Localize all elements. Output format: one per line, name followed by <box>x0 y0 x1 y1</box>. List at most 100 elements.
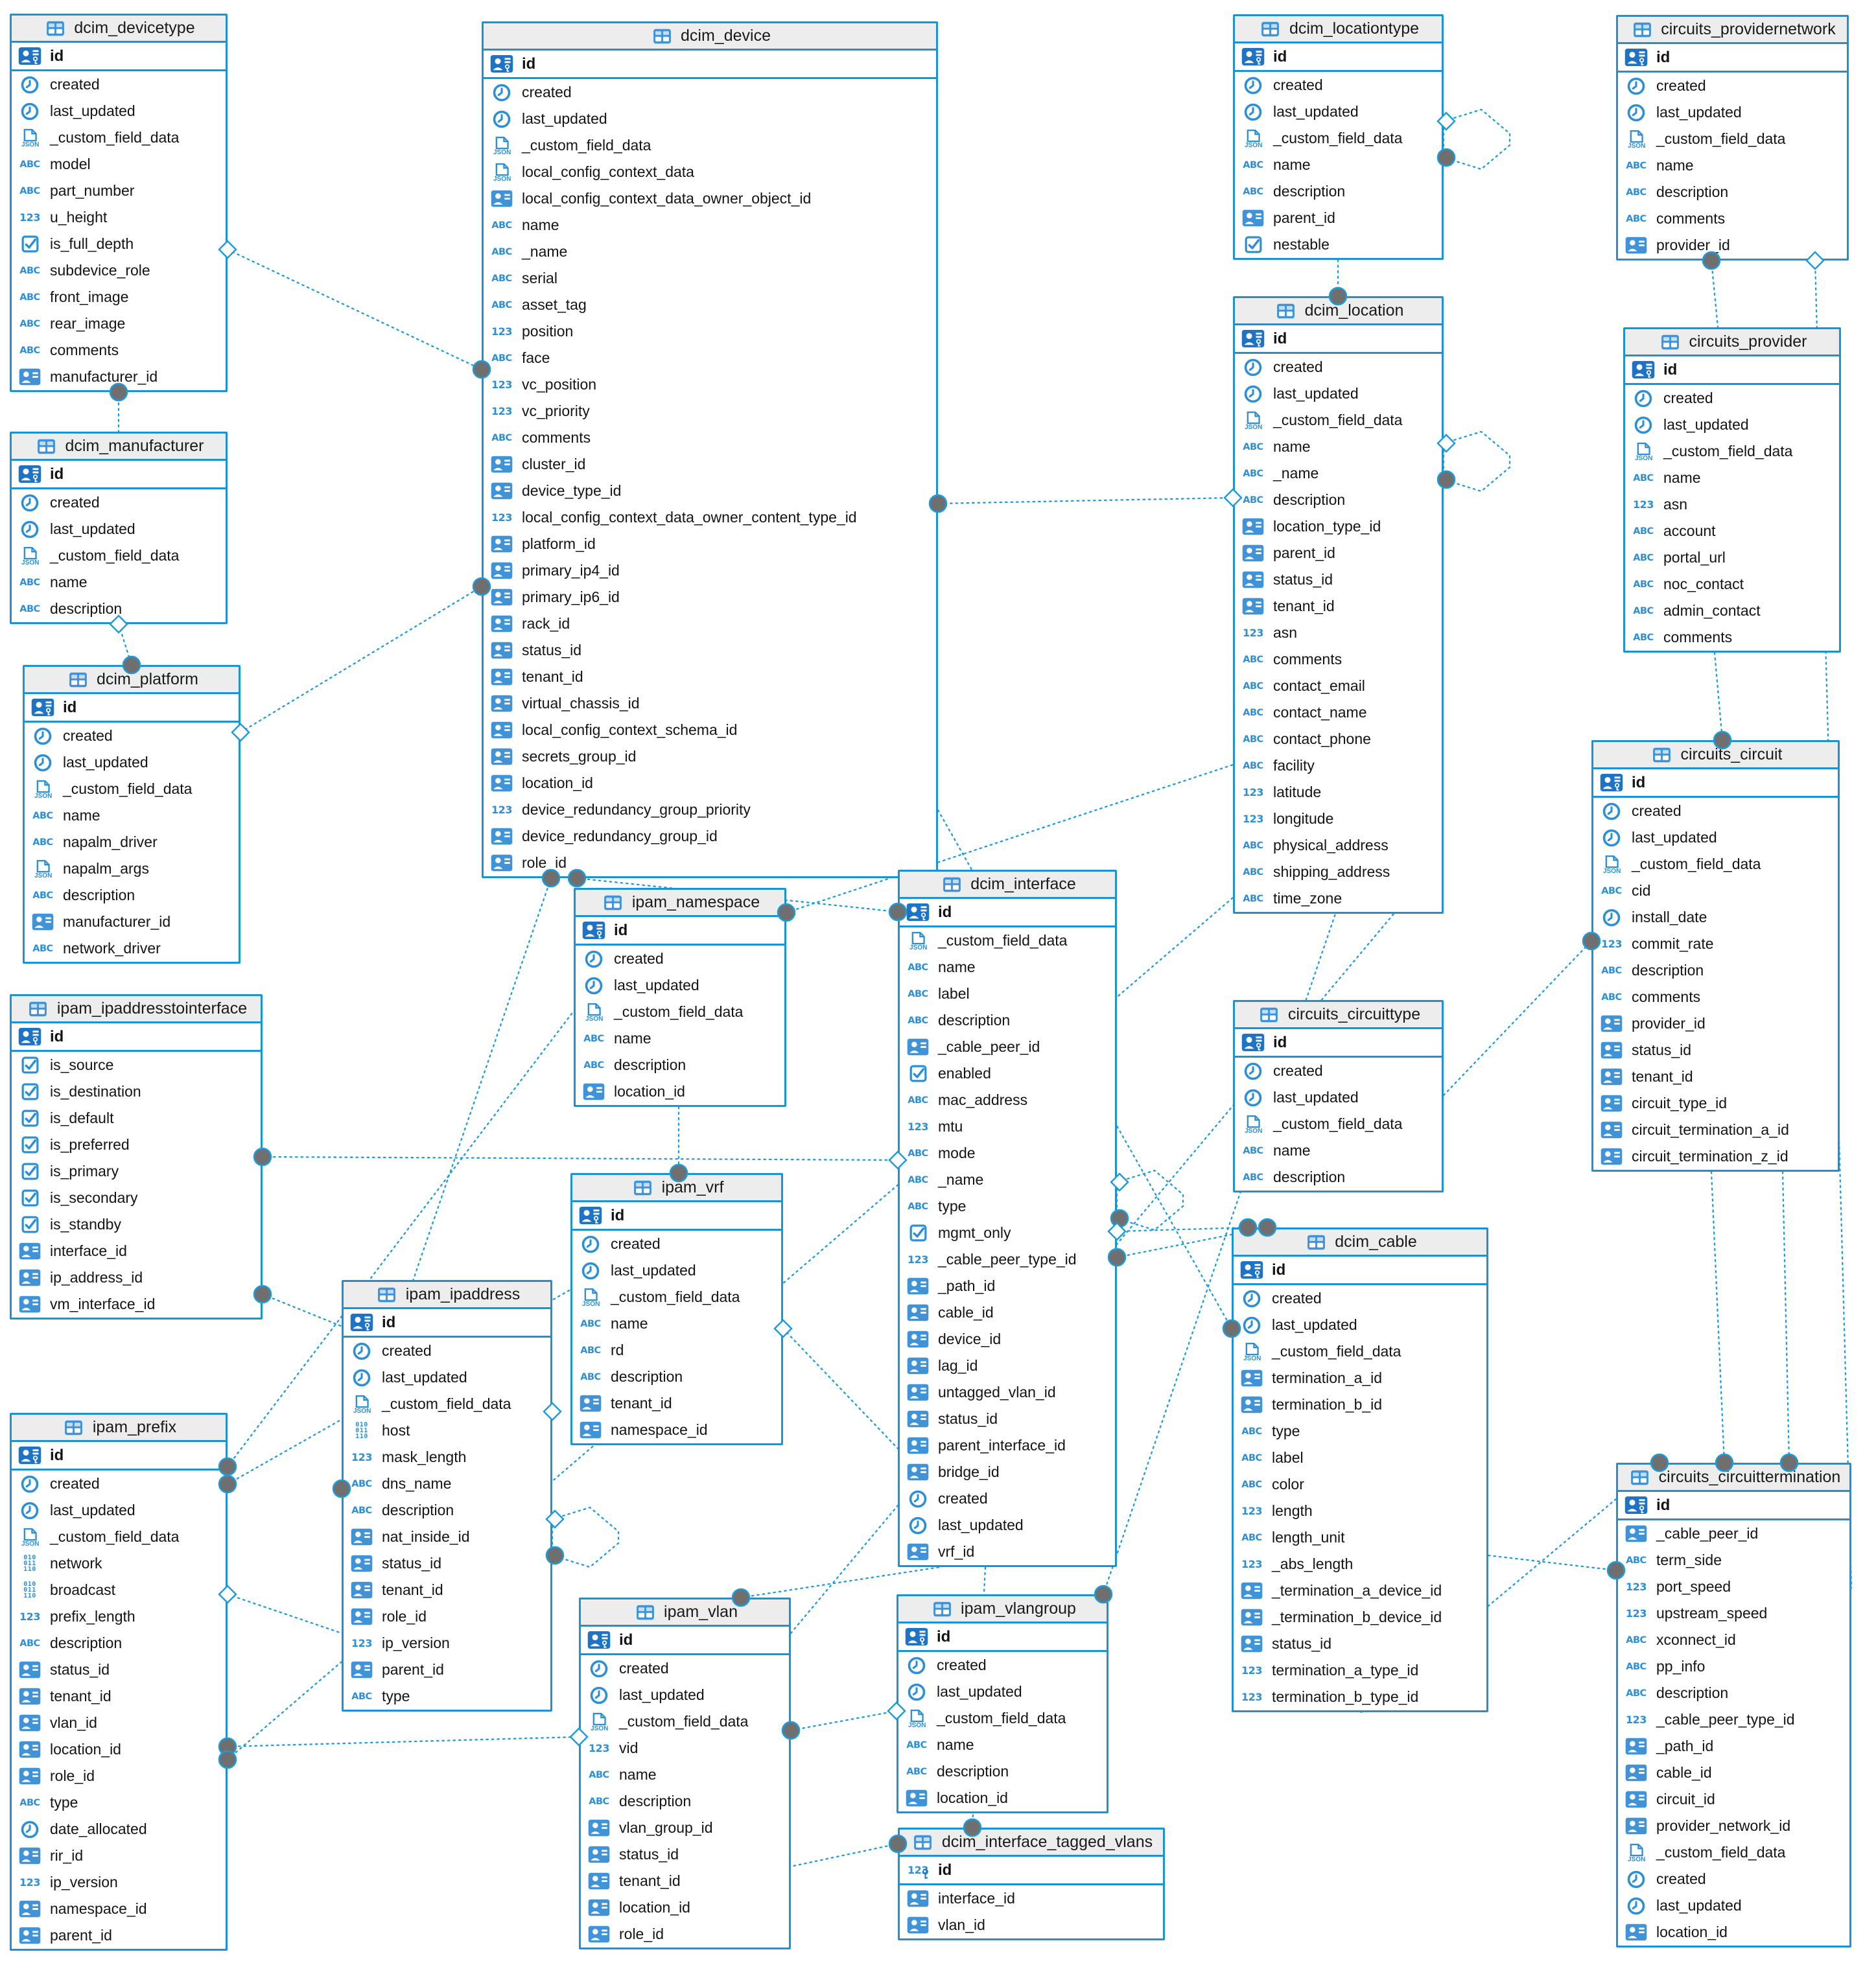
pk-row-id: id <box>12 461 226 489</box>
foreign-key-icon <box>907 1410 929 1428</box>
table-name: circuits_circuittermination <box>1658 1468 1841 1486</box>
field-label: interface_id <box>50 1242 127 1259</box>
field-row-last_updated: last_updated <box>1625 412 1839 438</box>
number-type-icon: 123 <box>351 1451 372 1463</box>
field-row-_name: ABC_name <box>1235 460 1442 487</box>
field-label: position <box>522 323 574 340</box>
field-label: front_image <box>50 288 129 305</box>
field-row-manufacturer_id: manufacturer_id <box>12 364 226 390</box>
field-row-_path_id: _path_id <box>900 1273 1115 1299</box>
pk-label: id <box>63 698 77 716</box>
field-label: _custom_field_data <box>614 1003 744 1020</box>
table-name: dcim_manufacturer <box>65 437 204 455</box>
field-row-local_config_context_data_owner_object_id: local_config_context_data_owner_object_i… <box>484 185 936 212</box>
field-row-provider_network_id: provider_network_id <box>1618 1813 1849 1839</box>
field-label: untagged_vlan_id <box>938 1384 1056 1401</box>
pk-label: id <box>50 47 64 65</box>
field-label: upstream_speed <box>1656 1605 1768 1622</box>
field-label: name <box>619 1766 657 1783</box>
field-label: cable_id <box>938 1304 994 1321</box>
field-label: description <box>382 1502 454 1518</box>
field-row-parent_id: parent_id <box>1235 540 1442 566</box>
field-label: interface_id <box>938 1890 1015 1907</box>
field-row-status_id: status_id <box>900 1406 1115 1432</box>
field-row-_custom_field_data: JSON_custom_field_data <box>1618 1839 1849 1866</box>
field-label: status_id <box>382 1555 442 1572</box>
clock-icon <box>21 520 39 538</box>
field-row-created: created <box>1618 73 1847 99</box>
svg-text:JSON: JSON <box>909 944 927 950</box>
field-label: account <box>1663 522 1716 539</box>
field-label: name <box>50 574 88 590</box>
number-type-icon: 123 <box>19 1876 40 1889</box>
text-type-icon: ABC <box>491 220 512 231</box>
field-label: status_id <box>50 1661 110 1678</box>
pk-label: id <box>938 903 952 921</box>
clock-icon <box>1602 829 1621 846</box>
field-label: _name <box>938 1171 984 1188</box>
field-label: created <box>382 1342 432 1359</box>
clock-icon <box>1244 1062 1262 1080</box>
text-type-icon: ABC <box>1633 579 1654 590</box>
field-row-created: created <box>12 489 226 516</box>
clock-icon <box>909 1490 927 1507</box>
field-label: mask_length <box>382 1448 467 1465</box>
field-label: description <box>619 1793 692 1809</box>
field-label: provider_id <box>1656 237 1730 253</box>
clock-icon <box>21 1475 39 1493</box>
field-label: ip_version <box>50 1874 118 1890</box>
field-label: description <box>938 1012 1011 1029</box>
field-label: contact_name <box>1273 704 1367 721</box>
field-label: rear_image <box>50 315 126 332</box>
text-type-icon: ABC <box>1243 186 1263 197</box>
field-label: description <box>611 1368 683 1385</box>
clock-icon <box>1244 103 1262 121</box>
field-label: parent_interface_id <box>938 1437 1066 1454</box>
table-name: ipam_prefix <box>92 1418 177 1436</box>
field-label: created <box>614 950 664 967</box>
field-row-location_id: location_id <box>576 1078 784 1105</box>
field-label: role_id <box>382 1608 427 1625</box>
field-label: cable_id <box>1656 1764 1712 1781</box>
svg-text:JSON: JSON <box>1243 1355 1261 1361</box>
pk-label: id <box>1656 48 1671 66</box>
text-type-icon: ABC <box>1243 159 1263 170</box>
field-label: name <box>938 959 976 975</box>
field-row-_custom_field_data: JSON_custom_field_data <box>1235 125 1442 152</box>
primary-key-icon <box>587 1631 611 1649</box>
json-icon: JSON <box>909 931 927 951</box>
field-label: secrets_group_id <box>522 748 637 765</box>
field-label: _path_id <box>1656 1738 1714 1754</box>
field-label: virtual_chassis_id <box>522 695 640 712</box>
